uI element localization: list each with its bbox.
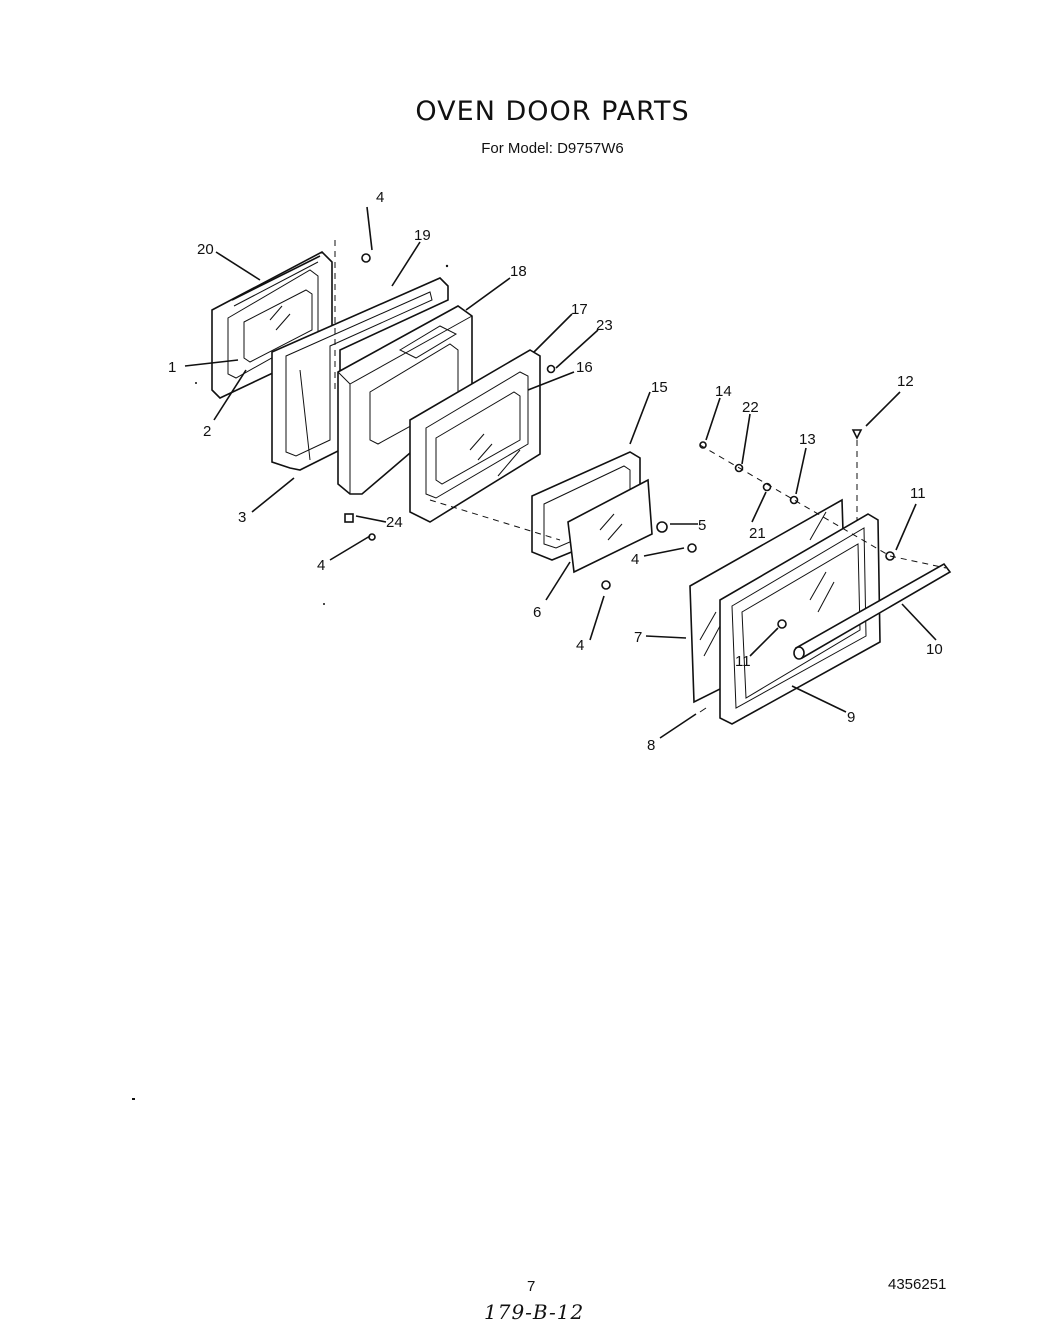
callout-labels: 1 2 3 4 4 4 4 5 6 7 8 9 10 11 11 12 13 1… — [168, 189, 943, 754]
callout-label: 9 — [847, 709, 855, 726]
part-9-outer-door-frame — [719, 513, 881, 725]
part-17-inner-door — [409, 349, 541, 523]
callout-label: 10 — [926, 641, 943, 658]
part-6-glass — [567, 478, 653, 574]
callout-label: 24 — [386, 514, 403, 531]
callout-label: 18 — [510, 263, 527, 280]
callout-label: 17 — [571, 301, 588, 318]
callout-label: 12 — [897, 373, 914, 390]
callout-label: 3 — [238, 509, 246, 526]
hardware-fasteners — [344, 253, 895, 713]
part-10-handle — [793, 562, 952, 660]
callout-label: 19 — [414, 227, 431, 244]
callout-label: 21 — [749, 525, 766, 542]
callout-label: 16 — [576, 359, 593, 376]
callout-label: 22 — [742, 399, 759, 416]
callout-label: 4 — [576, 637, 584, 654]
callout-leader-lines — [184, 206, 937, 739]
page-number: 7 — [527, 1278, 536, 1295]
callout-label: 15 — [651, 379, 668, 396]
handwritten-note: 179-B-12 — [484, 1300, 585, 1324]
callout-label: 1 — [168, 359, 176, 376]
model-subtitle: For Model: D9757W6 — [481, 140, 624, 157]
callout-label: 4 — [631, 551, 639, 568]
callout-label: 20 — [197, 241, 214, 258]
callout-label: 11 — [735, 653, 751, 670]
callout-label: 4 — [317, 557, 325, 574]
callout-label: 11 — [910, 485, 926, 502]
callout-label: 7 — [634, 629, 642, 646]
callout-label: 2 — [203, 423, 211, 440]
callout-label: 23 — [596, 317, 613, 334]
callout-label: 8 — [647, 737, 655, 754]
document-number: 4356251 — [888, 1276, 947, 1293]
callout-label: 5 — [698, 517, 706, 534]
page-title: OVEN DOOR PARTS — [415, 96, 690, 127]
scan-specks — [132, 264, 449, 1100]
callout-label: 13 — [799, 431, 816, 448]
callout-label: 14 — [715, 383, 732, 400]
callout-label: 6 — [533, 604, 541, 621]
callout-label: 4 — [376, 189, 384, 206]
assembly-dashed-lines — [334, 240, 947, 569]
